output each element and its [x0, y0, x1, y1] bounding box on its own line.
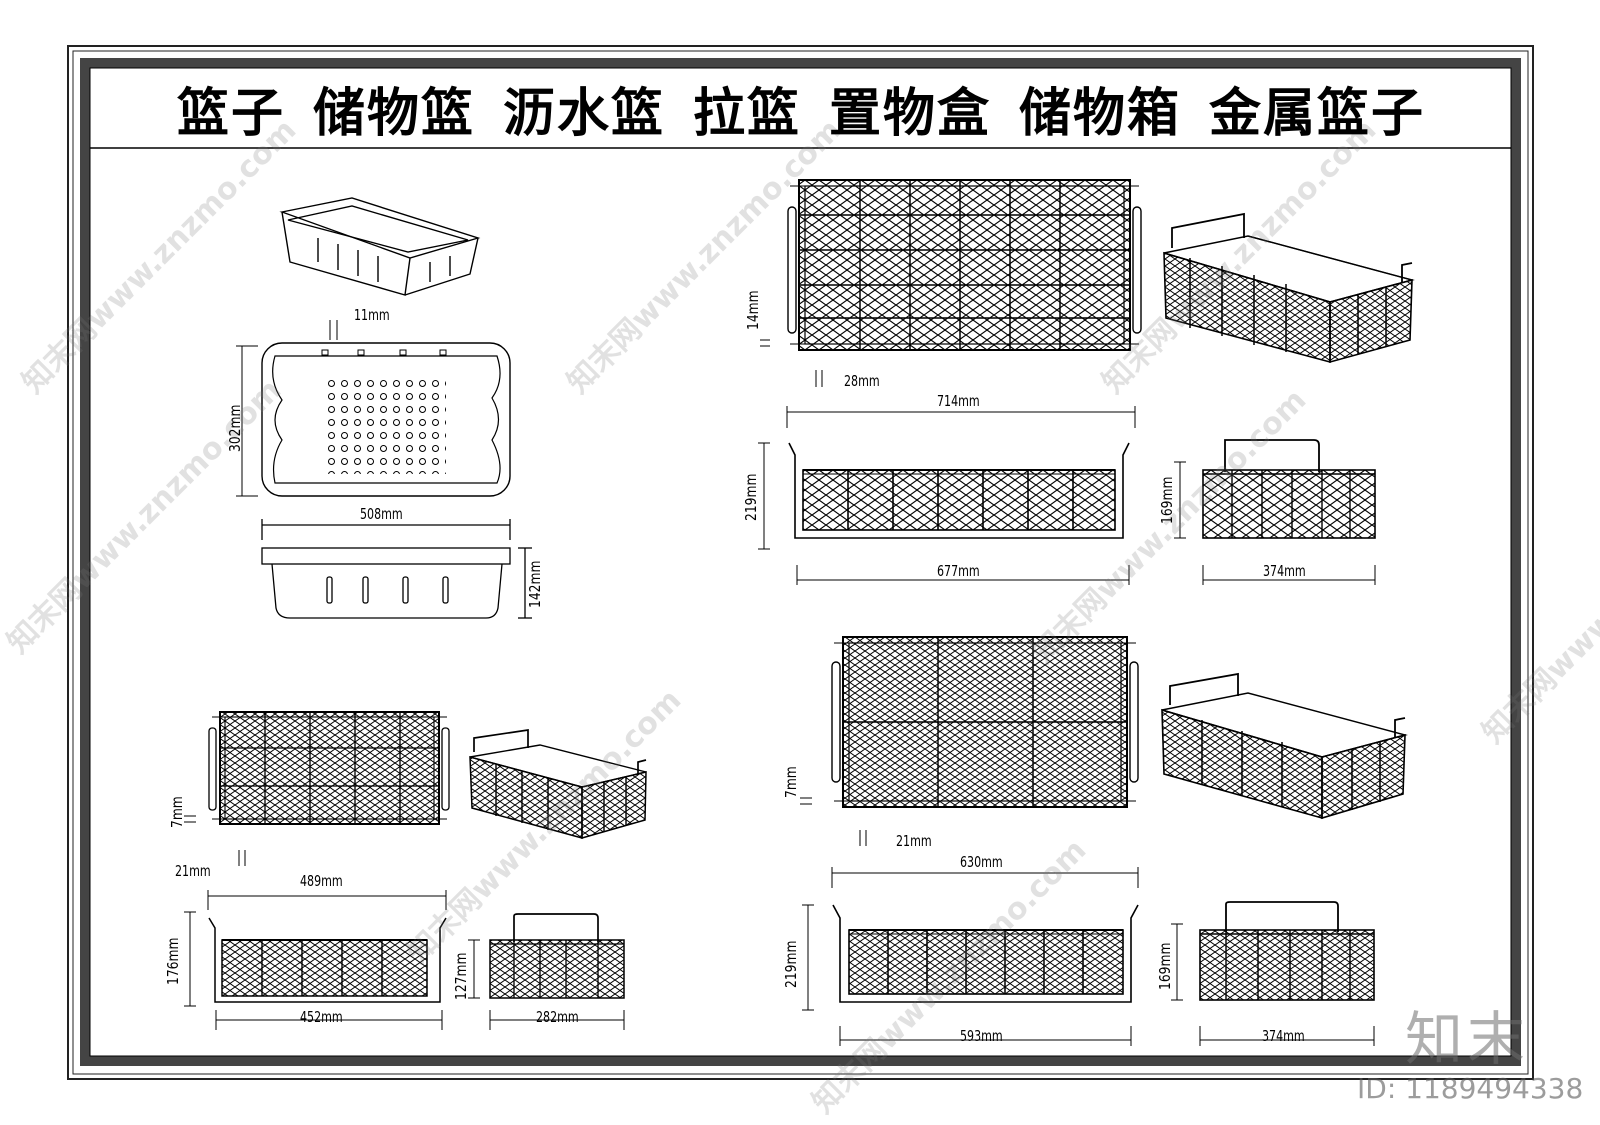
- dim-label: 21mm: [175, 862, 211, 880]
- title-word: 金属篮子: [1209, 83, 1426, 144]
- dim-label: 14mm: [744, 290, 762, 330]
- small-basket-top-view: [184, 711, 450, 866]
- small-basket-front-view: [184, 890, 447, 1030]
- dim-label: 452mm: [300, 1008, 343, 1026]
- dim-label: 508mm: [360, 505, 403, 523]
- large-basket-front-view: [758, 406, 1136, 585]
- dim-label: 169mm: [1156, 942, 1174, 990]
- medium-basket-front-view: [802, 867, 1139, 1046]
- page-title: 篮子 储物篮 沥水篮 拉篮 置物盒 储物箱 金属篮子: [85, 68, 1517, 148]
- small-basket-side-view: [468, 913, 625, 1030]
- medium-basket-side-view: [1171, 901, 1375, 1046]
- dim-label: 282mm: [536, 1008, 579, 1026]
- medium-basket-top-view: [800, 636, 1139, 846]
- large-basket-side-view: [1174, 439, 1376, 585]
- title-word: 拉篮: [692, 83, 801, 144]
- dim-label: 677mm: [937, 562, 980, 580]
- plastic-basket-top-view: [236, 320, 511, 497]
- plastic-basket-perspective: [279, 197, 481, 296]
- dim-label: 219mm: [742, 473, 760, 521]
- dim-label: 176mm: [164, 937, 182, 985]
- dim-label: 630mm: [960, 853, 1003, 871]
- large-basket-top-view: [760, 179, 1142, 387]
- dim-label: 21mm: [896, 832, 932, 850]
- title-word: 篮子: [176, 83, 285, 144]
- dim-label: 142mm: [526, 560, 544, 608]
- dim-label: 127mm: [452, 952, 470, 1000]
- image-id-label: ID: 1189494338: [1357, 1072, 1584, 1105]
- title-word: 储物箱: [1019, 83, 1182, 144]
- plastic-basket-side-view: [261, 519, 532, 619]
- title-word: 储物篮: [312, 83, 475, 144]
- dim-label: 593mm: [960, 1027, 1003, 1045]
- dim-label: 374mm: [1262, 1027, 1305, 1045]
- large-basket-perspective: [1163, 212, 1415, 364]
- dim-label: 302mm: [226, 404, 244, 452]
- dim-label: 489mm: [300, 872, 343, 890]
- dim-label: 714mm: [937, 392, 980, 410]
- dim-label: 219mm: [782, 940, 800, 988]
- dim-label: 374mm: [1263, 562, 1306, 580]
- dim-label: 169mm: [1158, 476, 1176, 524]
- dim-label: 7mm: [782, 766, 800, 798]
- title-word: 置物盒: [829, 83, 992, 144]
- medium-basket-perspective: [1161, 672, 1408, 820]
- dim-label: 28mm: [844, 372, 880, 390]
- small-basket-perspective: [469, 729, 647, 839]
- dim-label: 11mm: [354, 306, 390, 324]
- brand-logo: 知末: [1405, 1005, 1530, 1073]
- dim-label: 7mm: [168, 796, 186, 828]
- title-word: 沥水篮: [502, 83, 665, 144]
